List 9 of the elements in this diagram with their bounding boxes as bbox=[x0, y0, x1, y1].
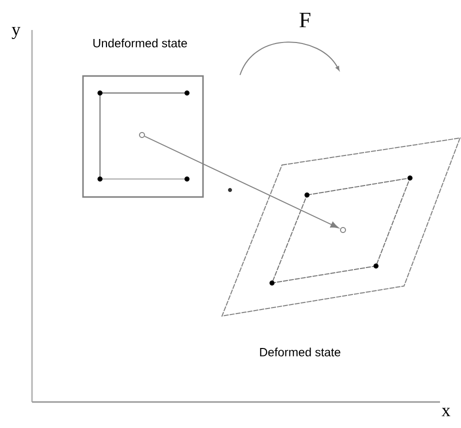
axis-label: x bbox=[442, 408, 450, 416]
force-label: F bbox=[300, 12, 310, 28]
node-label: Undeformed state bbox=[93, 38, 187, 48]
point-marker bbox=[139, 132, 145, 138]
point-marker bbox=[340, 227, 346, 233]
square-frame: Undeformed state bbox=[82, 38, 204, 198]
arrow bbox=[144, 136, 339, 228]
axis-label: y bbox=[12, 26, 20, 40]
node-label: Deformed state bbox=[260, 348, 340, 356]
